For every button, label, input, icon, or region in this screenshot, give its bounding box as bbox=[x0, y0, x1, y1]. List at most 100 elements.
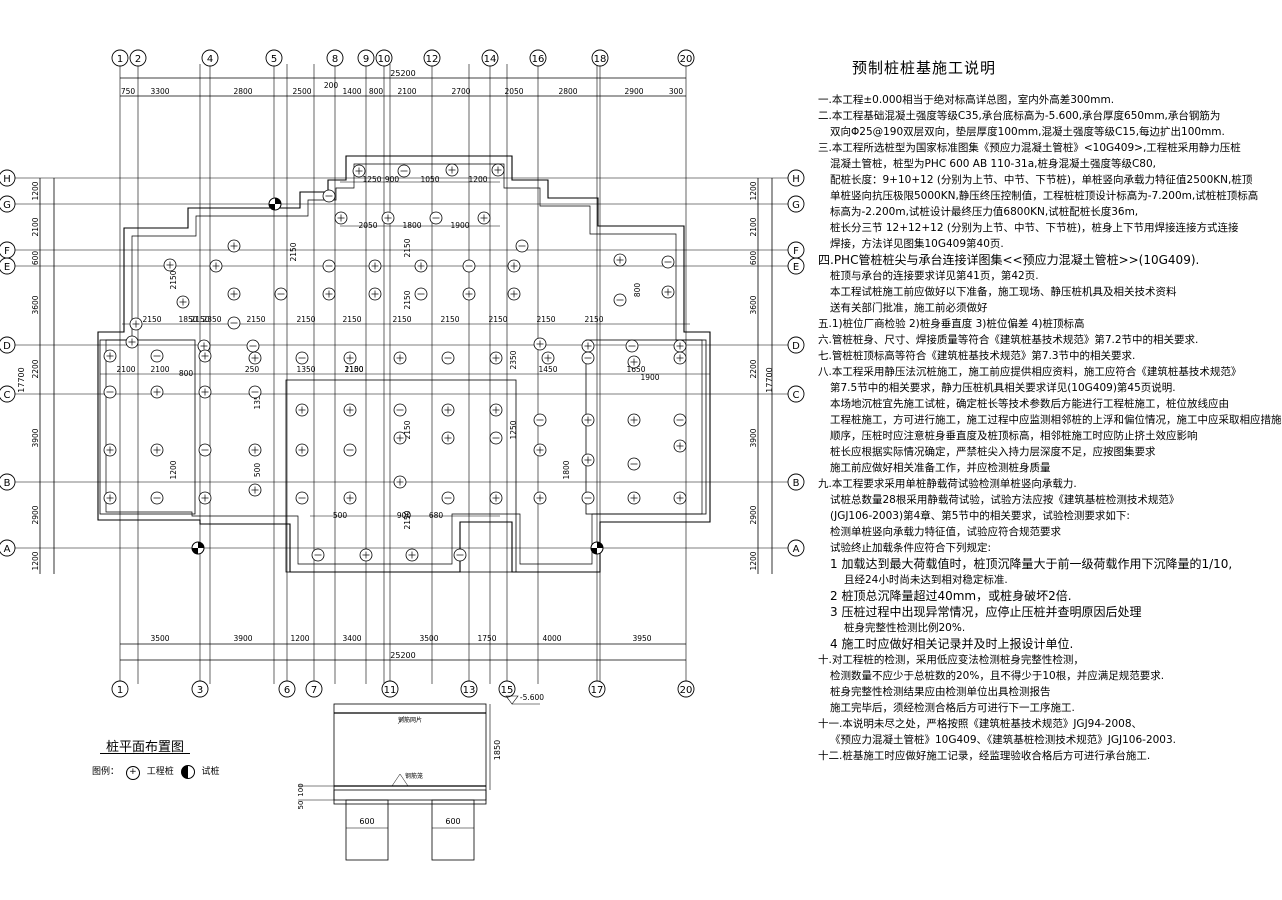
dim-right-seg: 3900 bbox=[749, 428, 758, 447]
dim-top-seg: 2500 bbox=[292, 87, 311, 96]
axis-left-label: A bbox=[4, 544, 11, 555]
interior-dim-vertical: 500 bbox=[253, 463, 262, 478]
interior-dim: 2150 bbox=[342, 315, 361, 324]
interior-dim: 1450 bbox=[538, 365, 557, 374]
interior-dim-vertical: 2150 bbox=[403, 238, 412, 257]
interior-dim: 1900 bbox=[450, 221, 469, 230]
dim-left-seg: 3900 bbox=[31, 428, 40, 447]
construction-notes: 预制桩桩基施工说明 一.本工程±0.000相当于绝对标高详总图，室内外高差300… bbox=[818, 60, 1282, 764]
axis-left-circle bbox=[0, 473, 16, 491]
interior-dim: 2100 bbox=[116, 365, 135, 374]
interior-dim: 2150 bbox=[296, 315, 315, 324]
note-line: 试桩总数量28根采用静载荷试验，试验方法应按《建筑基桩检测技术规范》 bbox=[830, 494, 1180, 506]
axis-left-label: H bbox=[3, 174, 11, 185]
interior-dim-vertical: 1250 bbox=[509, 420, 518, 439]
dim-right-total: 17700 bbox=[765, 367, 774, 392]
axis-right-circle bbox=[787, 169, 805, 187]
test-pile-fill bbox=[591, 542, 603, 554]
axis-top-label: 20 bbox=[680, 54, 693, 65]
dim-bottom-seg: 4000 bbox=[542, 634, 561, 643]
dim-left-seg: 1200 bbox=[31, 551, 40, 570]
interior-dim: 2050 bbox=[358, 221, 377, 230]
dim-top-seg: 3300 bbox=[150, 87, 169, 96]
interior-dim: 680 bbox=[429, 511, 444, 520]
axis-top-label: 10 bbox=[378, 54, 391, 65]
axis-bottom-circle bbox=[278, 680, 296, 698]
interior-dim-vertical: 1200 bbox=[169, 460, 178, 479]
dim-left-seg: 1200 bbox=[31, 181, 40, 200]
dim-top-extra: 200 bbox=[324, 81, 339, 90]
axis-right-label: B bbox=[793, 478, 800, 489]
axis-top-circle bbox=[357, 49, 375, 67]
interior-dim: 2150 bbox=[344, 365, 363, 374]
note-line: 焊接，方法详见图集10G409第40页. bbox=[830, 238, 1004, 250]
section-small-dim: 50 bbox=[297, 801, 305, 810]
section-leader bbox=[391, 773, 409, 787]
section-cap bbox=[333, 703, 487, 805]
axis-left-label: D bbox=[3, 341, 11, 352]
axis-right-label: F bbox=[793, 246, 799, 257]
axis-bottom-label: 13 bbox=[463, 685, 476, 696]
interior-dim: 2150 bbox=[536, 315, 555, 324]
axis-top-circle bbox=[111, 49, 129, 67]
dim-top-seg: 2800 bbox=[558, 87, 577, 96]
note-line: 试验终止加载条件应符合下列规定: bbox=[830, 542, 992, 554]
axis-top-label: 18 bbox=[594, 54, 607, 65]
axis-right-circle bbox=[787, 385, 805, 403]
axis-bottom-label: 11 bbox=[384, 685, 397, 696]
core-outline bbox=[285, 379, 517, 573]
note-line: 检测数量不应少于总桩数的20%，且不得少于10根，并应满足规范要求. bbox=[830, 670, 1165, 682]
axis-top-circle bbox=[265, 49, 283, 67]
note-line: 4 施工时应做好相关记录并及时上报设计单位. bbox=[830, 637, 1074, 651]
axis-left-circle bbox=[0, 385, 16, 403]
dim-top-seg: 2100 bbox=[397, 87, 416, 96]
axis-top-circle bbox=[201, 49, 219, 67]
legend-pile-label: 图例： bbox=[92, 767, 120, 777]
dim-left-total: 17700 bbox=[17, 367, 26, 392]
interior-dim: 1100 bbox=[344, 365, 363, 374]
axis-bottom-circle bbox=[677, 680, 695, 698]
axis-bottom-circle bbox=[111, 680, 129, 698]
legend-pile-text: 工程桩 bbox=[146, 767, 174, 777]
dim-right-seg: 2200 bbox=[749, 359, 758, 378]
dim-left-seg: 2900 bbox=[31, 505, 40, 524]
axis-bottom-circle bbox=[381, 680, 399, 698]
dim-right-seg: 600 bbox=[749, 251, 758, 266]
dim-right-seg: 2900 bbox=[749, 505, 758, 524]
interior-dim-vertical: 1800 bbox=[562, 460, 571, 479]
axis-right-label: C bbox=[793, 390, 800, 401]
legend: 图例： + 工程桩 试桩 bbox=[92, 764, 220, 780]
interior-dim: 900 bbox=[385, 175, 400, 184]
interior-dim: 1650 bbox=[626, 365, 645, 374]
cap-outline-inner bbox=[105, 163, 703, 565]
axis-right-label: E bbox=[793, 262, 799, 273]
note-line: 桩长应根据实际情况确定，严禁桩尖入持力层深度不足，应按图集要求 bbox=[830, 446, 1156, 458]
note-line: 九.本工程要求采用单桩静载荷试验检测单桩竖向承载力. bbox=[818, 478, 1077, 490]
axis-top-circle bbox=[129, 49, 147, 67]
note-line: 顺序，压桩时应注意桩身垂直度及桩顶标高，相邻桩施工时应防止挤土效应影响 bbox=[830, 430, 1198, 442]
section-level-mark bbox=[505, 695, 519, 705]
note-line: 桩身完整性检测结果应由检测单位出具检测报告 bbox=[830, 686, 1051, 698]
section-level: -5.600 bbox=[520, 693, 544, 702]
plan-title-underline bbox=[100, 753, 190, 754]
axis-left-label: C bbox=[4, 390, 11, 401]
legend-pile-icon: + bbox=[125, 766, 140, 780]
interior-dim: 2150 bbox=[142, 315, 161, 324]
dim-top-seg: 2050 bbox=[504, 87, 523, 96]
note-line: 工程桩施工，方可进行施工，施工过程中应监测相邻桩的上浮和偏位情况，施工中应采取相… bbox=[830, 414, 1282, 426]
interior-dim: 1200 bbox=[468, 175, 487, 184]
section-small-dim: 100 bbox=[297, 783, 305, 796]
interior-dim: 900 bbox=[397, 511, 412, 520]
note-line: 四.PHC管桩桩尖与承台连接详图集<<预应力混凝土管桩>>(10G409). bbox=[818, 253, 1200, 267]
building-outline bbox=[97, 155, 711, 573]
section-width-left: 600 bbox=[359, 817, 374, 826]
dim-left-seg: 600 bbox=[31, 251, 40, 266]
note-line: 双向Φ25@190双层双向，垫层厚度100mm,混凝土强度等级C15,每边扩出1… bbox=[830, 126, 1225, 138]
axis-right-circle bbox=[787, 257, 805, 275]
axis-right-circle bbox=[787, 473, 805, 491]
note-line: 1 加载达到最大荷载值时，桩顶沉降量大于前一级荷载作用下沉降量的1/10, bbox=[830, 557, 1233, 571]
axis-bottom-label: 1 bbox=[117, 685, 123, 696]
interior-dim: 1050 bbox=[420, 175, 439, 184]
axis-top-label: 8 bbox=[332, 54, 338, 65]
axis-left-label: F bbox=[4, 246, 10, 257]
